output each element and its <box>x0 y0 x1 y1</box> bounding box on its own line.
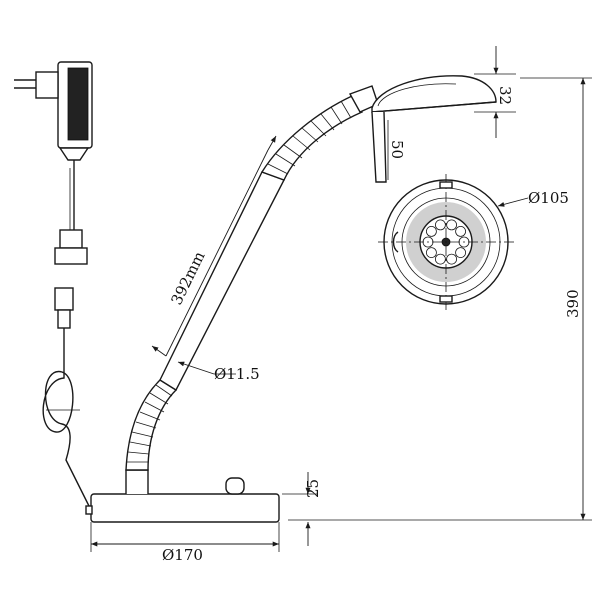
lamp-head-side <box>371 75 497 183</box>
led <box>446 219 458 231</box>
lamp-arm <box>125 85 379 494</box>
label-base-diameter: Ø170 <box>162 546 203 564</box>
label-total-height: 390 <box>564 289 582 318</box>
lamp-base <box>85 477 280 523</box>
label-head-height: 32 <box>496 86 514 105</box>
label-base-height: 25 <box>304 479 322 498</box>
led <box>434 219 446 231</box>
dimension-lines <box>90 46 592 552</box>
led <box>425 225 437 237</box>
label-tube-diameter: Ø11.5 <box>214 365 260 383</box>
lamp-head-front <box>378 174 514 310</box>
led <box>425 247 437 259</box>
label-head-neck: 50 <box>388 140 406 159</box>
led <box>434 253 446 265</box>
power-adapter <box>14 61 93 265</box>
led <box>455 247 467 259</box>
power-cord <box>42 287 91 509</box>
label-head-diameter: Ø105 <box>528 189 569 207</box>
led <box>446 253 458 265</box>
led <box>455 225 467 237</box>
